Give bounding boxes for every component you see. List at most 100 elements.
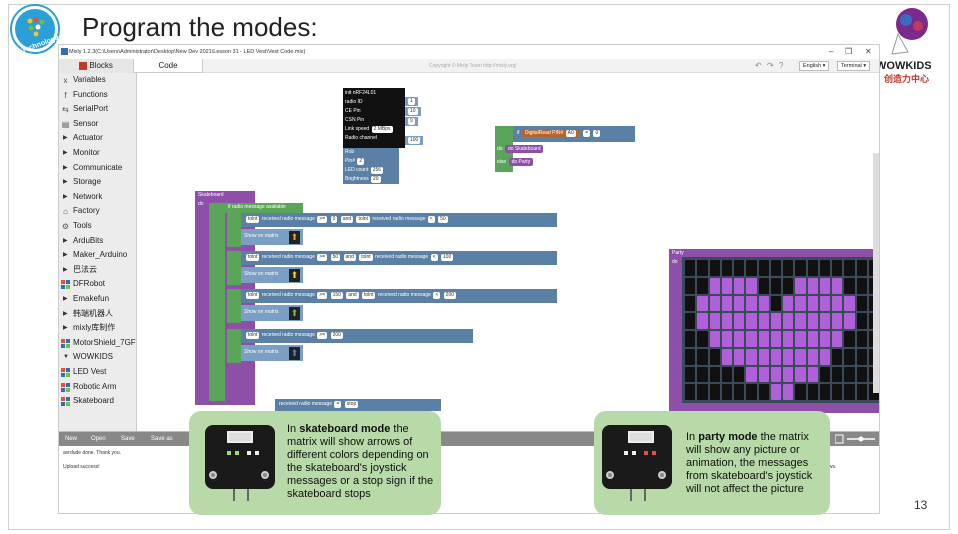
rob-block[interactable]: Rob Pin# 2 LED count 256 Brightness 20 xyxy=(343,148,399,184)
matrix-led[interactable] xyxy=(685,260,696,276)
mode-op[interactable]: = xyxy=(583,130,591,137)
matrix-led[interactable] xyxy=(685,313,696,329)
matrix-led[interactable] xyxy=(770,313,781,329)
and-op[interactable]: and xyxy=(340,216,354,223)
matrix-led[interactable] xyxy=(685,295,696,312)
arrow-condition[interactable]: tolnt received radio message >= 200 xyxy=(241,329,473,343)
matrix-led[interactable] xyxy=(832,366,843,383)
matrix-led[interactable] xyxy=(770,295,781,312)
matrix-led[interactable] xyxy=(807,384,818,400)
led-matrix[interactable] xyxy=(682,257,879,403)
matrix-led[interactable] xyxy=(721,277,732,294)
tolnt-chip[interactable]: tolnt xyxy=(359,254,373,261)
matrix-led[interactable] xyxy=(770,331,781,347)
matrix-led[interactable] xyxy=(746,331,757,347)
matrix-led[interactable] xyxy=(770,277,781,294)
matrix-led[interactable] xyxy=(832,260,843,276)
matrix-led[interactable] xyxy=(783,384,794,400)
matrix-led[interactable] xyxy=(819,366,830,383)
matrix-led[interactable] xyxy=(758,384,769,400)
matrix-led[interactable] xyxy=(856,295,867,312)
matrix-led[interactable] xyxy=(697,295,708,312)
matrix-led[interactable] xyxy=(807,277,818,294)
arrow-if-block[interactable] xyxy=(227,329,241,363)
matrix-led[interactable] xyxy=(758,366,769,383)
matrix-led[interactable] xyxy=(770,366,781,383)
tab-code[interactable]: Code xyxy=(133,59,203,73)
matrix-led[interactable] xyxy=(697,348,708,365)
matrix-led[interactable] xyxy=(746,366,757,383)
sidebar-item[interactable]: ▶ArduBits xyxy=(59,234,137,248)
sidebar-item[interactable]: ▶Storage xyxy=(59,175,137,189)
led-count-value[interactable]: 256 xyxy=(370,167,384,174)
matrix-led[interactable] xyxy=(734,295,745,312)
arrow-condition[interactable]: tolnt received radio message >= 0 and to… xyxy=(241,213,557,227)
matrix-led[interactable] xyxy=(697,331,708,347)
matrix-led[interactable] xyxy=(709,295,720,312)
op2[interactable]: < xyxy=(427,216,435,223)
matrix-led[interactable] xyxy=(795,384,806,400)
matrix-led[interactable] xyxy=(709,366,720,383)
matrix-led[interactable] xyxy=(697,366,708,383)
matrix-led[interactable] xyxy=(721,348,732,365)
matrix-led[interactable] xyxy=(721,260,732,276)
show-on-matrix-block[interactable]: Show on matrix xyxy=(241,267,303,283)
stop-value[interactable]: stop xyxy=(344,401,359,408)
matrix-led[interactable] xyxy=(795,348,806,365)
arrow-if-block[interactable] xyxy=(227,289,241,323)
undo-icon[interactable]: ↶ xyxy=(755,61,762,70)
matrix-led[interactable] xyxy=(746,295,757,312)
matrix-led[interactable] xyxy=(758,348,769,365)
matrix-led[interactable] xyxy=(758,277,769,294)
matrix-led[interactable] xyxy=(685,366,696,383)
sidebar-item[interactable]: ⌂Factory xyxy=(59,204,137,218)
matrix-led[interactable] xyxy=(734,277,745,294)
matrix-led[interactable] xyxy=(807,348,818,365)
and-op[interactable]: and xyxy=(343,254,356,261)
matrix-led[interactable] xyxy=(783,260,794,276)
matrix-led[interactable] xyxy=(844,313,855,329)
matrix-led[interactable] xyxy=(795,295,806,312)
v1[interactable]: 0 xyxy=(330,216,338,223)
matrix-led[interactable] xyxy=(844,331,855,347)
matrix-led[interactable] xyxy=(832,277,843,294)
blocks-workspace[interactable]: init nRF24L01 radio ID CE Pin CSN Pin Li… xyxy=(137,73,879,431)
matrix-led[interactable] xyxy=(758,331,769,347)
show-on-matrix-block[interactable]: Show on matrix xyxy=(241,305,303,321)
op1[interactable]: >= xyxy=(317,254,328,261)
v1[interactable]: 150 xyxy=(330,292,343,299)
matrix-led[interactable] xyxy=(807,260,818,276)
matrix-led[interactable] xyxy=(844,348,855,365)
sidebar-item[interactable]: ▶韩端机器人 xyxy=(59,307,137,321)
matrix-led[interactable] xyxy=(721,366,732,383)
sidebar-item[interactable]: ⚙Tools xyxy=(59,219,137,233)
matrix-led[interactable] xyxy=(734,331,745,347)
matrix-led[interactable] xyxy=(844,295,855,312)
call-skateboard[interactable]: do Skateboard xyxy=(504,145,544,153)
matrix-led[interactable] xyxy=(758,295,769,312)
v2[interactable]: 200 xyxy=(443,292,457,299)
matrix-led[interactable] xyxy=(819,384,830,400)
sidebar-item[interactable]: LED Vest xyxy=(59,365,137,379)
matrix-led[interactable] xyxy=(844,277,855,294)
matrix-led[interactable] xyxy=(734,366,745,383)
sidebar-item[interactable]: ▶Network xyxy=(59,190,137,204)
matrix-led[interactable] xyxy=(856,277,867,294)
radio-available-condition[interactable]: if radio message available xyxy=(225,203,303,213)
radio-id-value[interactable]: 1 xyxy=(405,97,418,106)
radio-if-block[interactable] xyxy=(209,203,225,401)
matrix-led[interactable] xyxy=(721,384,732,400)
sidebar-item[interactable]: ▶Communicate xyxy=(59,161,137,175)
matrix-led[interactable] xyxy=(721,295,732,312)
tolnt-chip[interactable]: tolnt xyxy=(356,216,370,223)
matrix-led[interactable] xyxy=(709,313,720,329)
matrix-led[interactable] xyxy=(770,260,781,276)
matrix-led[interactable] xyxy=(807,366,818,383)
tab-blocks[interactable]: Blocks xyxy=(59,59,133,73)
bottom-button[interactable]: Save xyxy=(121,436,135,442)
matrix-led[interactable] xyxy=(819,313,830,329)
link-speed-value[interactable]: 2 MBps xyxy=(371,126,393,133)
help-icon[interactable]: ? xyxy=(779,61,784,70)
v2[interactable]: 50 xyxy=(438,216,448,223)
